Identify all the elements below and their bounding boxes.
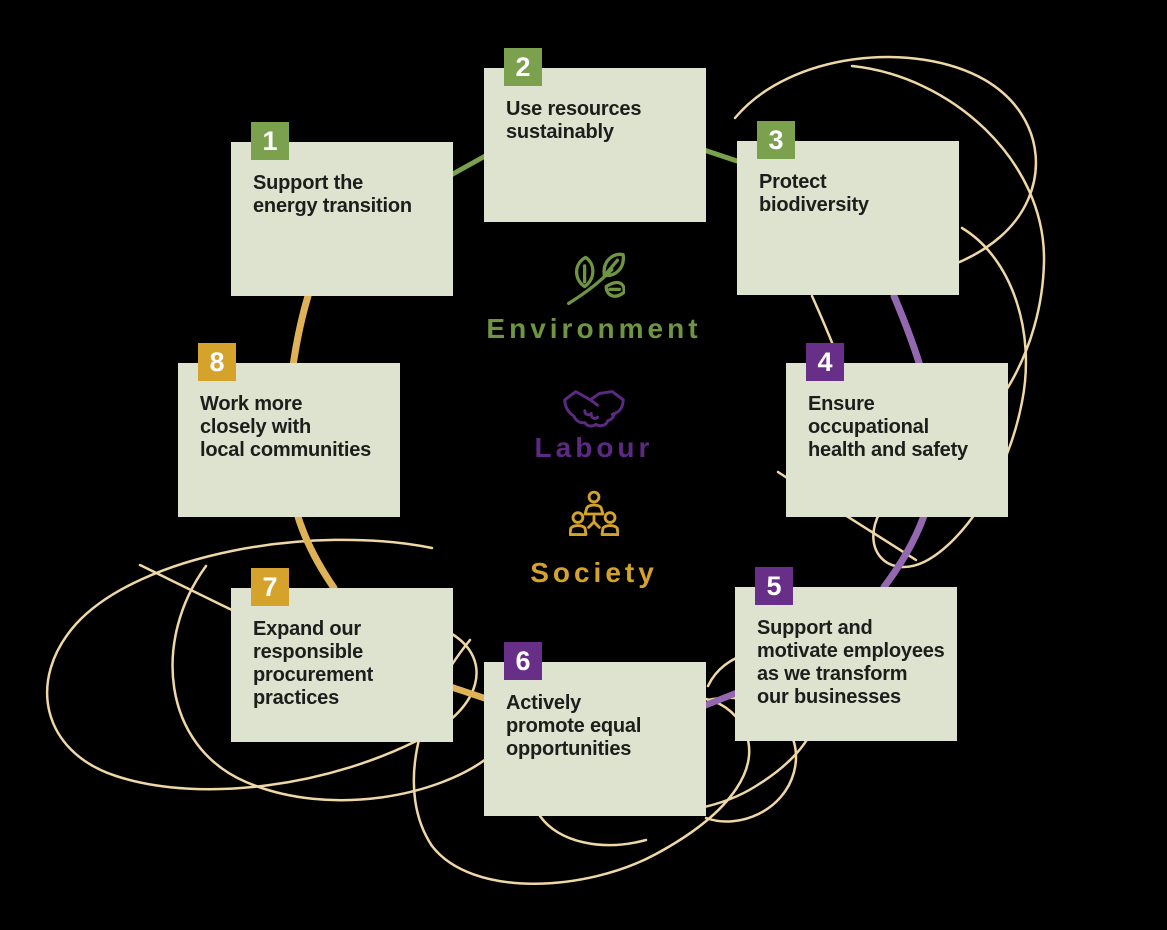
category-label-labour: Labour: [534, 431, 654, 463]
goal-number-badge: 8: [198, 343, 236, 381]
decorative-squiggle: [538, 814, 648, 847]
category-label-society: Society: [530, 556, 658, 588]
people-icon: [569, 490, 619, 536]
leaf-icon: [566, 252, 625, 306]
goal-label: Actively promote equal opportunities: [506, 692, 642, 760]
goal-label: Support and motivate employees as we tra…: [757, 617, 945, 708]
goal-label: Use resources sustainably: [506, 98, 642, 143]
goal-card: 5 Support and motivate employees as we t…: [735, 567, 957, 741]
goal-number-badge: 3: [757, 121, 795, 159]
connector-1-2: [448, 152, 490, 178]
category-legend: Environment Labour Society: [432, 250, 756, 588]
goal-label: Work more closely with local communities: [200, 393, 372, 461]
goal-card: 8 Work more closely with local communiti…: [178, 343, 400, 517]
goal-number-badge: 1: [251, 122, 289, 160]
decorative-squiggle: [171, 564, 492, 802]
goal-card: 2 Use resources sustainably: [484, 48, 706, 222]
connector-6-7: [447, 683, 491, 703]
goal-card: 6 Actively promote equal opportunities: [484, 642, 706, 816]
goal-number-badge: 6: [504, 642, 542, 680]
goal-label: Protect biodiversity: [759, 171, 869, 216]
goal-number-badge: 7: [251, 568, 289, 606]
goal-card: 1 Support the energy transition: [231, 122, 453, 296]
goal-number-badge: 2: [504, 48, 542, 86]
goal-label: Ensure occupational health and safety: [808, 393, 968, 461]
goal-card: 7 Expand our responsible procurement pra…: [231, 568, 453, 742]
decorative-squiggle: [412, 638, 751, 885]
goal-number-badge: 4: [806, 343, 844, 381]
goal-card: 4 Ensure occupational health and safety: [786, 343, 1008, 517]
goal-label: Expand our responsible procurement pract…: [253, 618, 374, 709]
goal-number-badge: 5: [755, 567, 793, 605]
connector-2-3: [701, 147, 743, 165]
goal-label: Support the energy transition: [253, 172, 412, 217]
handshake-icon: [563, 389, 625, 428]
category-label-environment: Environment: [486, 313, 702, 344]
goal-card: 3 Protect biodiversity: [737, 121, 959, 295]
